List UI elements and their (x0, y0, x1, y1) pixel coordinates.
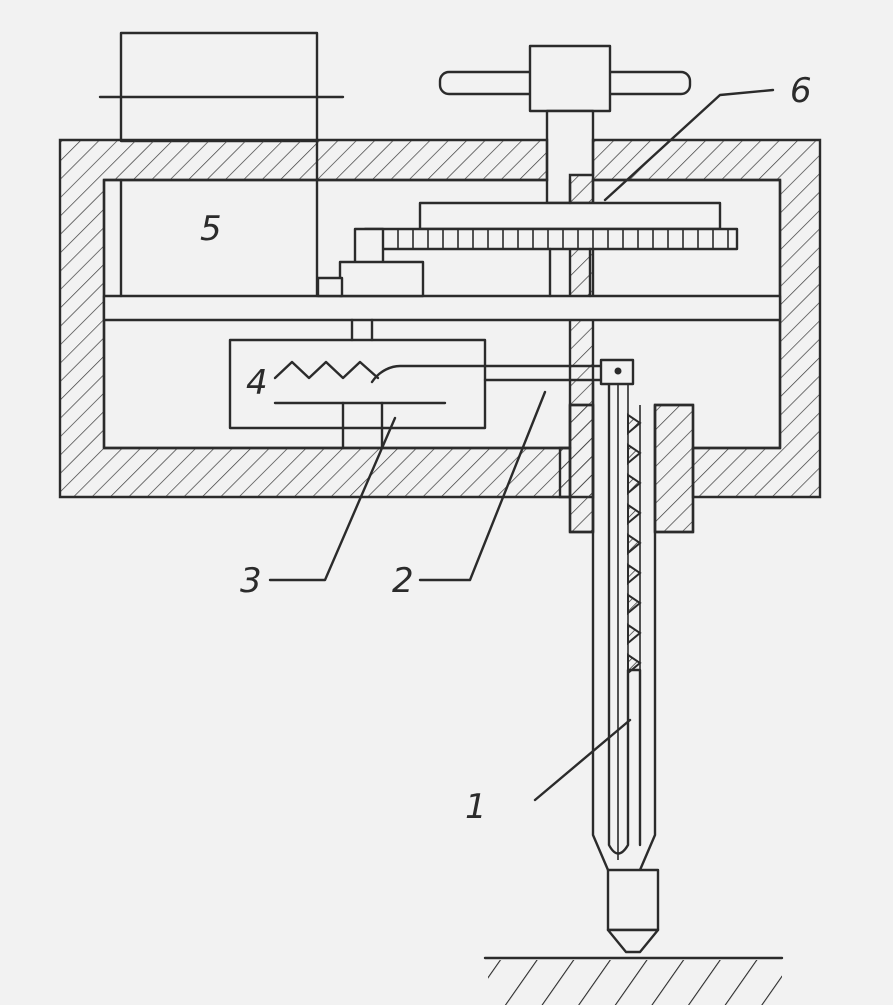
spring-coil-turn (627, 653, 642, 676)
leader-lines (268, 88, 775, 802)
callout-label-1: 1 (465, 787, 487, 827)
housing (58, 138, 822, 534)
ground-surface (483, 956, 784, 1005)
probe-rod (591, 380, 660, 954)
spring-coil-turn (627, 563, 642, 586)
spring-coil-turn (627, 413, 642, 436)
callout-label-2: 2 (392, 561, 414, 601)
spring-coil-turn (627, 473, 642, 496)
spring-coil-turn (627, 503, 642, 526)
top-block (98, 31, 345, 143)
sensor-box (228, 318, 605, 450)
partition-plate (102, 139, 782, 322)
callout-label-3: 3 (240, 561, 262, 601)
callout-label-5: 5 (200, 209, 222, 249)
pivot-joint (599, 358, 635, 386)
spring-coil-turn (627, 533, 642, 556)
callout-label-4: 4 (246, 363, 268, 403)
spring-coil-turn (627, 593, 642, 616)
spring-coil-turn (627, 623, 642, 646)
spring-coil-turn (627, 443, 642, 466)
callout-label-6: 6 (790, 71, 812, 111)
gear-assembly (316, 178, 739, 298)
